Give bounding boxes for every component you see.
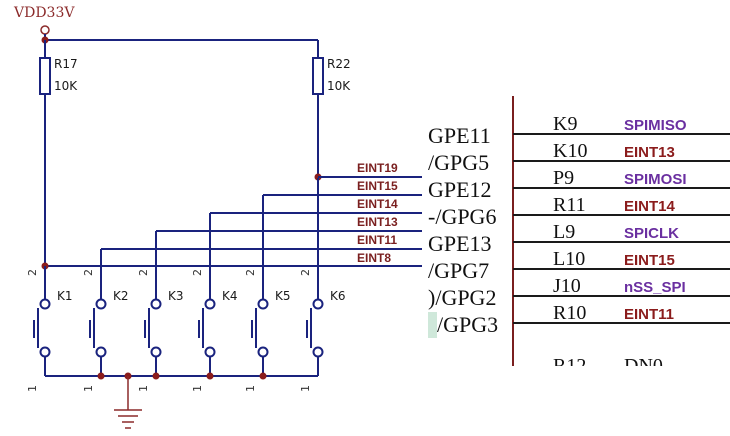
pin-number: P9 <box>553 167 574 189</box>
pin-number: R11 <box>553 194 586 216</box>
pin-number-bottom: 1 <box>191 385 204 392</box>
signal-gpg6: -/GPG6 <box>428 204 496 229</box>
switch-terminal-icon <box>95 346 107 358</box>
pin-row-l10: L10 EINT15 <box>513 248 730 270</box>
switch-terminal-icon <box>204 298 216 310</box>
pin-row-j10: J10 nSS_SPI <box>513 275 730 297</box>
switch-k3: 2 K3 1 <box>137 269 184 392</box>
signal-gpe12: GPE12 <box>428 177 492 202</box>
switch-label: K6 <box>330 289 346 303</box>
pin-number-top: 2 <box>137 269 150 276</box>
supply-terminal-icon <box>40 25 50 35</box>
pin-number-top: 2 <box>191 269 204 276</box>
supply-label: VDD33V <box>13 5 75 21</box>
resistor-r22-value: 10K <box>327 79 351 93</box>
signal-gpg7: /GPG7 <box>428 258 489 283</box>
pin-function: EINT13 <box>624 144 675 161</box>
net-label-eint19: EINT19 <box>357 161 398 175</box>
switch-label: K4 <box>222 289 238 303</box>
pin-number: R10 <box>553 302 586 324</box>
blank-patch <box>256 404 356 436</box>
signal-gpe11: GPE11 <box>428 123 491 148</box>
net-label-eint14: EINT14 <box>357 197 398 211</box>
junction-dot <box>206 372 214 380</box>
pin-number-bottom: 1 <box>244 385 257 392</box>
junction-dot <box>152 372 160 380</box>
switch-terminal-icon <box>312 346 324 358</box>
pin-number: L10 <box>553 248 585 270</box>
switch-k6: 2 K6 1 <box>299 269 346 392</box>
resistor-r22-ref: R22 <box>327 57 351 71</box>
junction-dot <box>97 372 105 380</box>
right-panel <box>428 96 730 366</box>
pin-number: K9 <box>553 113 577 135</box>
switch-terminal-icon <box>150 346 162 358</box>
pin-number-top: 2 <box>244 269 257 276</box>
pin-number-bottom: 1 <box>26 385 39 392</box>
switch-k2: 2 K2 1 <box>82 269 129 392</box>
switch-terminal-icon <box>257 298 269 310</box>
pin-row-p9: P9 SPIMOSI <box>513 167 730 189</box>
resistor-r17-value: 10K <box>54 79 78 93</box>
switch-k5: 2 K5 1 <box>244 269 291 392</box>
pin-number: R12 <box>553 355 586 377</box>
pin-number-top: 2 <box>82 269 95 276</box>
switch-k4: 2 K4 1 <box>191 269 238 392</box>
pin-number: J10 <box>553 275 581 297</box>
pin-number: L9 <box>553 221 575 243</box>
signal-gpe13: GPE13 <box>428 231 492 256</box>
pin-function: SPIMISO <box>624 117 687 134</box>
signal-gpg2: )/GPG2 <box>428 285 496 310</box>
switch-terminal-icon <box>95 298 107 310</box>
switch-terminal-icon <box>39 346 51 358</box>
switch-label: K5 <box>275 289 291 303</box>
signal-gpg3: /GPG3 <box>437 312 498 337</box>
net-label-eint15: EINT15 <box>357 179 398 193</box>
pin-function: nSS_SPI <box>624 279 686 296</box>
pin-number-top: 2 <box>26 269 39 276</box>
ground-icon <box>114 376 142 429</box>
switch-k1: 2 K1 1 <box>26 269 73 392</box>
pin-function: EINT14 <box>624 198 676 215</box>
resistor-r17-ref: R17 <box>54 57 78 71</box>
switch-terminal-icon <box>204 346 216 358</box>
resistor-r22-icon <box>312 57 324 95</box>
switch-terminal-icon <box>257 346 269 358</box>
pin-function: SPIMOSI <box>624 171 687 188</box>
net-label-eint13: EINT13 <box>357 215 398 229</box>
pin-number-bottom: 1 <box>299 385 312 392</box>
pin-function: SPICLK <box>624 225 679 242</box>
pin-row-r11: R11 EINT14 <box>513 194 730 216</box>
pin-function: DN0 <box>624 355 663 377</box>
pin-function: EINT15 <box>624 252 675 269</box>
pin-number: K10 <box>553 140 587 162</box>
junction-dot <box>259 372 267 380</box>
pin-row-k9: K9 SPIMISO <box>513 113 730 135</box>
pin-row-cutoff: R12 DN0 <box>553 355 663 377</box>
switch-terminal-icon <box>39 298 51 310</box>
pin-row-l9: L9 SPICLK <box>513 221 730 243</box>
pin-row-r10: R10 EINT11 <box>513 302 730 324</box>
net-label-eint8: EINT8 <box>357 251 391 265</box>
resistor-r17-icon <box>39 57 51 95</box>
switch-terminal-icon <box>312 298 324 310</box>
pin-number-top: 2 <box>299 269 312 276</box>
switch-terminal-icon <box>150 298 162 310</box>
switch-label: K1 <box>57 289 73 303</box>
signal-gpg5: /GPG5 <box>428 150 489 175</box>
net-label-eint11: EINT11 <box>357 233 397 247</box>
pin-function: EINT11 <box>624 306 674 323</box>
selection-highlight <box>428 312 437 338</box>
switch-label: K3 <box>168 289 184 303</box>
switch-label: K2 <box>113 289 129 303</box>
pin-number-bottom: 1 <box>137 385 150 392</box>
pin-row-k10: K10 EINT13 <box>513 140 730 162</box>
pin-number-bottom: 1 <box>82 385 95 392</box>
